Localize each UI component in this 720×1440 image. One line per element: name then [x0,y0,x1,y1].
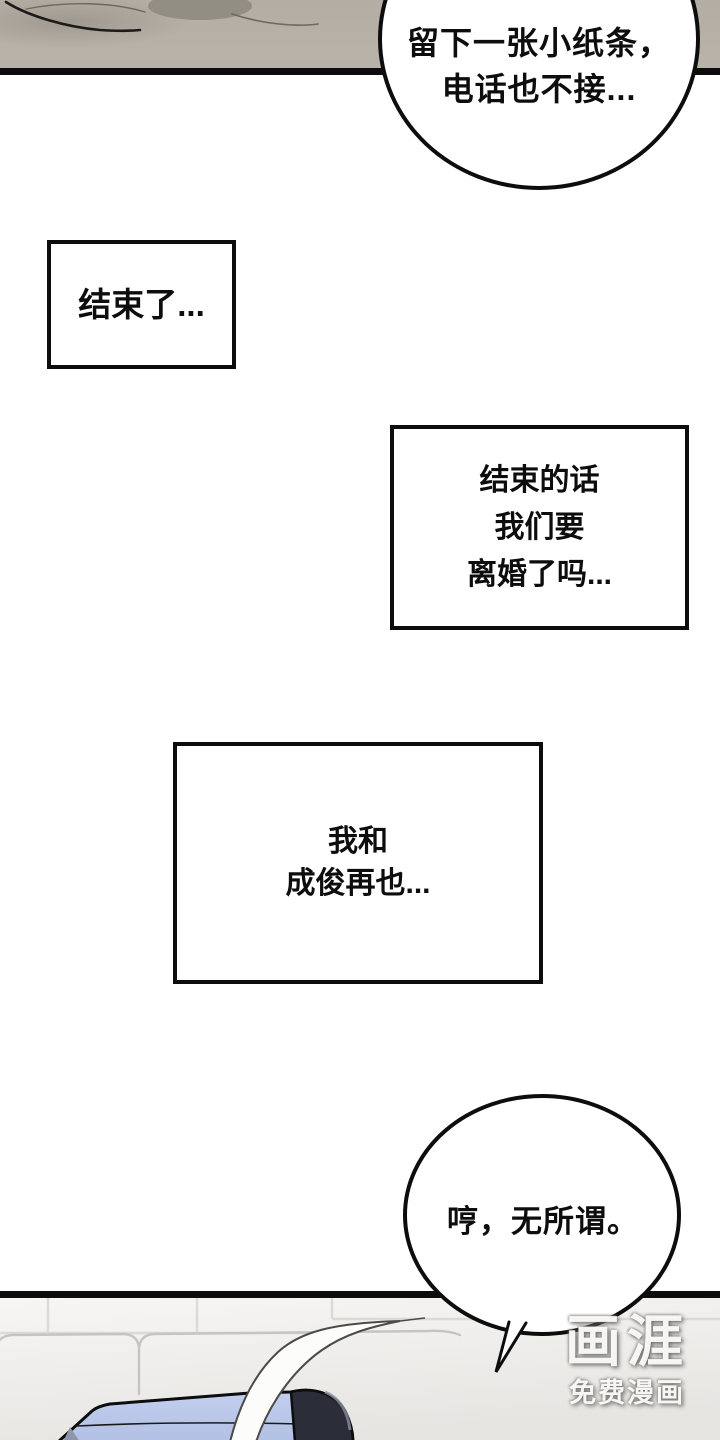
watermark-tagline: 免费漫画 [569,1378,685,1408]
caption-line: 结束了... [78,285,205,323]
speech-bubble-bottom [403,1094,681,1336]
armrest-highlight [324,1390,352,1431]
white-ribbon [229,1320,401,1440]
caption-line: 我和 [328,825,388,858]
speech-bubble-top-text: 留下一张小纸条， 电话也不接... [382,20,696,112]
blanket-fold-line-3 [231,13,319,26]
sofa-fin [63,1427,79,1440]
watermark: 画涯 免费漫画 [556,1310,698,1408]
blanket-shadow-2 [148,0,252,20]
white-ribbon-tip [399,1317,426,1322]
panel-border [0,1291,720,1298]
blanket-fold-line-2 [25,2,146,13]
blanket-fold-line [4,0,142,33]
speech-line: 留下一张小纸条， [406,25,671,61]
caption-line: 离婚了吗... [466,558,612,591]
blanket-shadow [0,0,190,48]
watermark-logo: 画涯 [565,1310,689,1373]
sofa-seam-line [75,1422,303,1427]
caption-box-3: 我和 成俊再也... [173,742,543,984]
bottom-panel [0,1094,720,1440]
couch-back [0,1329,462,1396]
caption-line: 结束的话 [479,464,600,497]
speech-bubble-bottom-text: 哼，无所谓。 [405,1203,681,1241]
panel-border [0,68,720,75]
caption-box-1: 结束了... [47,240,236,369]
speech-bubble-top: 留下一张小纸条， 电话也不接... [378,0,700,190]
speech-bubble-tail [494,1320,528,1373]
speech-line: 电话也不接... [441,71,637,107]
caption-line: 成俊再也... [285,867,431,900]
speech-line: 哼，无所谓。 [447,1204,639,1239]
caption-line: 我们要 [494,511,585,544]
caption-box-2: 结束的话 我们要 离婚了吗... [390,425,689,630]
